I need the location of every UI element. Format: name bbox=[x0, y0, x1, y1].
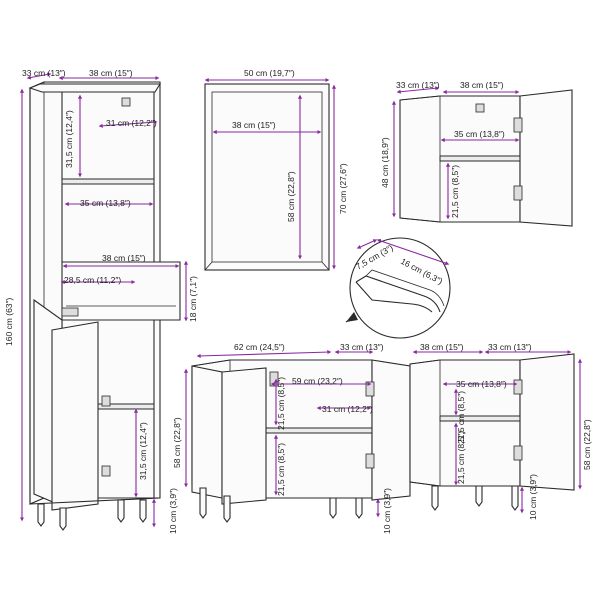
base-width-label: 38 cm (15″) bbox=[420, 342, 464, 352]
wall-lower-label: 21,5 cm (8,5″) bbox=[450, 165, 460, 218]
sink-cabinet-leg bbox=[329, 497, 337, 519]
base-depth-label: 33 cm (13″) bbox=[488, 342, 532, 352]
sink-cabinet-leg bbox=[199, 487, 207, 519]
tall-cabinet-leg bbox=[117, 499, 125, 523]
sink-cabinet-right-door bbox=[371, 359, 411, 501]
tall-width-label: 38 cm (15″) bbox=[89, 68, 133, 78]
sink-cabinet bbox=[191, 359, 411, 523]
sink-depth-label: 33 cm (13″) bbox=[340, 342, 384, 352]
tall-inner-depth-line bbox=[98, 120, 158, 128]
wall-depth-label: 33 cm (13″) bbox=[396, 80, 440, 90]
tall-cabinet-leg bbox=[139, 499, 147, 523]
base-cabinet-leg bbox=[511, 485, 519, 511]
dimension-annotations: 33 cm (13″) 38 cm (15″) 31,5 cm (12,4″) 31 … bbox=[4, 68, 592, 534]
edge-small-radius-line bbox=[356, 239, 378, 249]
sink-cabinet-leg bbox=[223, 495, 231, 523]
tall-cabinet-drawer bbox=[61, 261, 181, 321]
base-cabinet-shelf bbox=[439, 415, 521, 422]
base-shelf-width-label: 35 cm (13,8″) bbox=[456, 379, 507, 389]
tall-total-height-label: 160 cm (63″) bbox=[4, 297, 14, 346]
tall-cabinet-door-panel bbox=[51, 321, 99, 511]
tall-cabinet-shelf bbox=[61, 178, 155, 185]
wall-cabinet-door bbox=[519, 89, 573, 227]
edge-large-radius-line bbox=[376, 238, 450, 266]
tall-depth-label: 33 cm (13″) bbox=[22, 68, 66, 78]
tall-drawer-inner-label: 28,5 cm (11,2″) bbox=[64, 275, 121, 285]
mirror-glass bbox=[211, 91, 323, 263]
mirror-inner-width-label: 38 cm (15″) bbox=[232, 120, 276, 130]
wall-mirror bbox=[204, 83, 330, 271]
wall-height-label: 48 cm (18,9″) bbox=[380, 137, 390, 188]
tall-drawer-width-label: 38 cm (15″) bbox=[102, 253, 146, 263]
sink-cabinet-leg bbox=[355, 497, 363, 519]
tall-cabinet bbox=[28, 81, 181, 531]
base-leg-height-label: 10 cm (3,9″) bbox=[528, 474, 538, 520]
mirror-height-label: 70 cm (27,6″) bbox=[338, 163, 348, 214]
tall-lower-height-label: 31,5 cm (12,4″) bbox=[138, 422, 148, 480]
sink-inner-depth-label: 31 cm (12,2″) bbox=[322, 404, 373, 414]
sink-width-label: 62 cm (24,5″) bbox=[234, 342, 285, 352]
sink-inner-width-label: 59 cm (23,2″) bbox=[292, 376, 343, 386]
sink-lower-label: 21,5 cm (8,5″) bbox=[276, 443, 286, 496]
mirror-inner-height-label: 58 cm (22,8″) bbox=[286, 171, 296, 222]
tall-compartment-height-label: 31,5 cm (12,4″) bbox=[64, 110, 74, 168]
mirror-width-label: 50 cm (19,7″) bbox=[244, 68, 295, 78]
sink-cabinet-left-door-panel bbox=[221, 367, 267, 505]
mirror-frame bbox=[204, 83, 330, 271]
tall-shelf-width-label: 35 cm (13,8″) bbox=[80, 198, 131, 208]
base-upper-label: 21,5 cm (8,5″) bbox=[456, 391, 466, 444]
tall-drawer-height-label: 18 cm (7,1″) bbox=[188, 276, 198, 322]
edge-detail bbox=[345, 237, 451, 339]
wall-cabinet bbox=[399, 89, 573, 227]
sink-upper-label: 21,5 cm (8,5″) bbox=[276, 377, 286, 430]
base-cabinet-leg bbox=[475, 485, 483, 507]
wall-cabinet-shelf bbox=[439, 155, 521, 162]
base-cabinet-door bbox=[519, 353, 575, 491]
sink-width-line bbox=[196, 350, 332, 358]
sink-leg-height-label: 10 cm (3,9″) bbox=[382, 488, 392, 534]
edge-profile bbox=[355, 275, 441, 313]
tall-leg-height-label: 10 cm (3,9″) bbox=[168, 488, 178, 534]
base-height-label: 58 cm (22,8″) bbox=[582, 419, 592, 470]
tall-cabinet-leg bbox=[59, 507, 67, 531]
wall-shelf-width-label: 35 cm (13,8″) bbox=[454, 129, 505, 139]
base-cabinet-leg bbox=[431, 485, 439, 511]
base-cabinet bbox=[409, 353, 575, 511]
sink-cabinet-left-door bbox=[191, 365, 223, 499]
base-lower-label: 21,5 cm (8,5″) bbox=[456, 431, 466, 484]
sink-height-label: 58 cm (22,8″) bbox=[172, 417, 182, 468]
tall-depth-line bbox=[26, 72, 52, 80]
wall-width-label: 38 cm (15″) bbox=[460, 80, 504, 90]
wall-depth-line bbox=[396, 86, 440, 94]
tall-cabinet-leg bbox=[37, 503, 45, 527]
tall-inner-depth-label: 31 cm (12,2″) bbox=[106, 118, 157, 128]
